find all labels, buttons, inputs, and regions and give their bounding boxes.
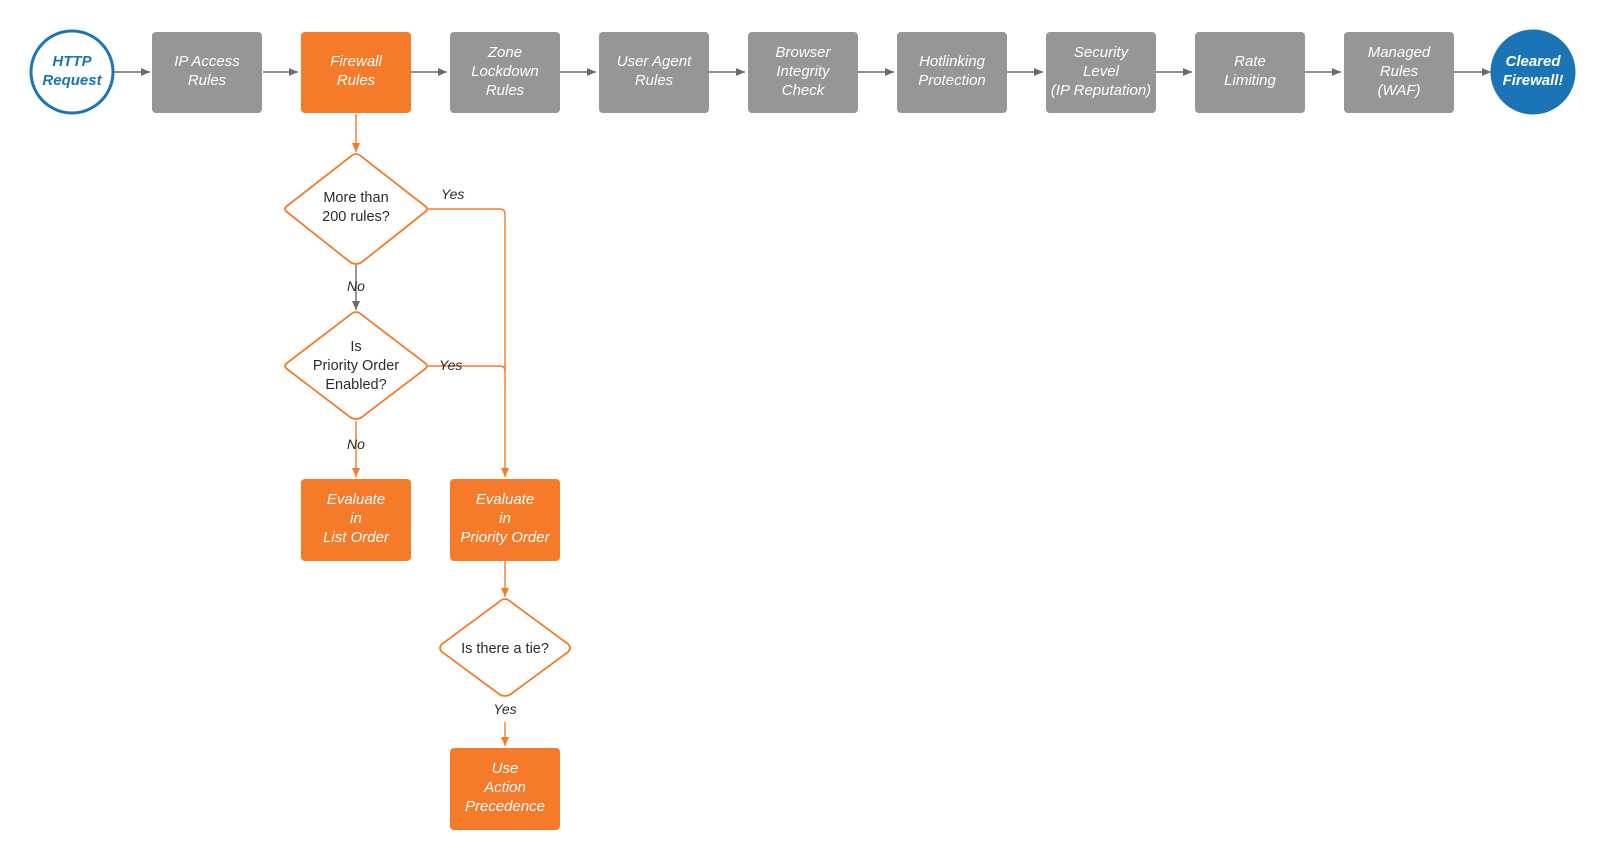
stage-label-line-1: Rate [1234,53,1266,70]
decision-label-line-1: More than [323,190,388,206]
action-box [450,748,560,830]
decision-diamond [284,153,428,265]
decision-label: Is there a tie? [461,641,549,657]
stage-box [1344,32,1454,113]
start-node-http-request: HTTP Request [29,29,115,115]
stage-user-agent-rules: User Agent Rules [599,32,709,113]
decision-diamond [439,598,571,697]
stage-label-line-1: Browser [775,44,831,61]
connector-rules-yes-to-priority-eval [428,208,509,477]
edge-label-tie-yes: Yes [493,701,516,717]
stage-label-line-2: Rules [188,72,227,89]
end-line-2: Firewall! [1503,72,1564,89]
stage-label-line-2: Lockdown [471,63,539,80]
stage-hotlinking-protection: Hotlinking Protection [897,32,1007,113]
decision-label-line-2: 200 rules? [322,209,390,225]
start-circle [29,29,115,115]
box-label-line-3: Precedence [465,798,545,815]
box-label-line-3: List Order [323,529,390,546]
box-label-line-1: Evaluate [327,491,385,508]
stage-firewall-rules: Firewall Rules [301,32,411,113]
stage-label-line-1: Hotlinking [919,53,986,70]
stage-label-line-2: Limiting [1224,72,1276,89]
stage-box [599,32,709,113]
stage-box [897,32,1007,113]
box-evaluate-list-order: Evaluate in List Order [301,479,411,561]
stage-box [152,32,262,113]
start-line-1: HTTP [52,53,92,70]
stage-label-line-1: Managed [1368,44,1431,61]
stage-label-line-1: Firewall [330,53,382,70]
stage-ip-access-rules: IP Access Rules [152,32,262,113]
stage-box [1046,32,1156,113]
stage-label-line-2: Rules [1380,63,1419,80]
box-label-line-2: Action [483,779,526,796]
box-label-line-3: Priority Order [460,529,550,546]
edge-label-rules-yes: Yes [441,186,464,202]
box-label-line-1: Evaluate [476,491,534,508]
box-label-line-2: in [350,510,362,527]
decision-label-line-3: Enabled? [325,377,386,393]
stage-security-level: Security Level (IP Reputation) [1046,32,1156,113]
decision-label-line-2: Priority Order [313,358,399,374]
subflow-connectors [352,114,509,746]
stage-label-line-2: Rules [337,72,376,89]
stage-browser-integrity-check: Browser Integrity Check [748,32,858,113]
stage-box [450,32,560,113]
box-use-action-precedence: Use Action Precedence [450,748,560,830]
stage-label-line-3: Rules [486,82,525,99]
stage-label-line-2: Level [1083,63,1120,80]
stage-box [748,32,858,113]
stage-label-line-3: (WAF) [1377,82,1420,99]
box-evaluate-priority-order: Evaluate in Priority Order [450,479,560,561]
stage-label-line-1: IP Access [174,53,240,70]
stage-label-line-1: Zone [487,44,522,61]
stage-label-line-1: Security [1074,44,1130,61]
decision-is-there-a-tie: Is there a tie? [439,598,571,697]
box-label-line-2: in [499,510,511,527]
box-label-line-1: Use [492,760,519,777]
edge-label-priority-yes: Yes [439,357,462,373]
stage-label-line-2: Protection [918,72,986,89]
end-circle [1490,29,1576,115]
action-box [301,479,411,561]
stage-zone-lockdown-rules: Zone Lockdown Rules [450,32,560,113]
stage-label-line-3: (IP Reputation) [1051,82,1151,99]
connector-priority-yes-join [428,365,506,372]
end-node-cleared-firewall: Cleared Firewall! [1490,29,1576,115]
decision-diamond [284,311,428,420]
stage-label-line-2: Rules [635,72,674,89]
stage-label-line-1: User Agent [617,53,692,70]
decision-more-than-200-rules: More than 200 rules? [284,153,428,265]
start-line-2: Request [42,72,102,89]
decision-label-line-1: Is [350,339,361,355]
end-line-1: Cleared [1505,53,1561,70]
stage-rate-limiting: Rate Limiting [1195,32,1305,113]
stage-box [1195,32,1305,113]
action-box [450,479,560,561]
edge-label-rules-no: No [347,278,365,294]
stage-managed-rules-waf: Managed Rules (WAF) [1344,32,1454,113]
edge-label-priority-no: No [347,436,365,452]
stage-label-line-2: Integrity [776,63,831,80]
stage-label-line-3: Check [782,82,826,99]
stage-box [301,32,411,113]
decision-priority-order-enabled: Is Priority Order Enabled? [284,311,428,420]
